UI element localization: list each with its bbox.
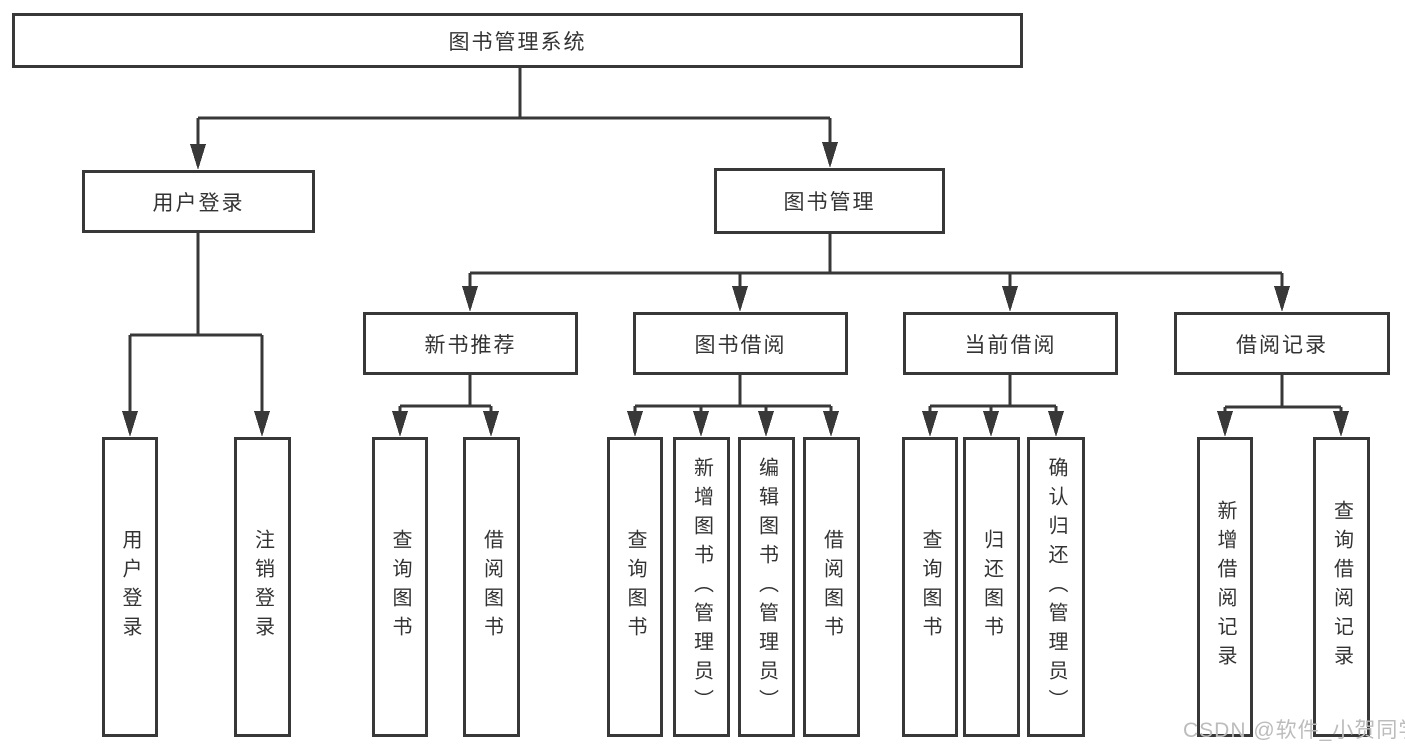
leaf-borrow-books-2: 借阅图书 [803,437,860,737]
leaf-query-books-2: 查询图书 [607,437,663,737]
node-new-book-recommend-label: 新书推荐 [424,333,517,357]
node-current-borrow-label: 当前借阅 [964,333,1057,357]
leaf-query-books-1: 查询图书 [372,437,428,737]
leaf-return-books: 归还图书 [963,437,1020,737]
node-book-borrow: 图书借阅 [633,312,848,375]
leaf-edit-book-admin-label: 编辑图书（管理员） [755,456,778,718]
node-new-book-recommend: 新书推荐 [363,312,578,375]
node-user-login: 用户登录 [82,170,315,233]
leaf-logout-action-label: 注销登录 [251,529,274,645]
leaf-add-borrow-record: 新增借阅记录 [1197,437,1253,737]
leaf-borrow-books-1: 借阅图书 [463,437,520,737]
leaf-return-books-label: 归还图书 [980,529,1003,645]
leaf-borrow-books-2-label: 借阅图书 [820,529,843,645]
leaf-user-login-action: 用户登录 [102,437,158,737]
leaf-confirm-return-admin-label: 确认归还（管理员） [1045,456,1067,718]
arrowheads [122,142,1349,437]
node-borrow-records: 借阅记录 [1174,312,1390,375]
leaf-logout-action: 注销登录 [234,437,291,737]
leaf-confirm-return-admin: 确认归还（管理员） [1027,437,1085,737]
leaf-query-borrow-record: 查询借阅记录 [1313,437,1370,737]
leaf-query-books-3: 查询图书 [902,437,958,737]
leaf-query-borrow-record-label: 查询借阅记录 [1330,500,1353,674]
leaf-add-book-admin-label: 新增图书（管理员） [690,456,713,718]
leaf-query-books-3-label: 查询图书 [919,529,941,645]
leaf-add-book-admin: 新增图书（管理员） [673,437,730,737]
csdn-watermark: CSDN @软件_小贺同学 [1183,719,1405,742]
leaf-query-books-1-label: 查询图书 [389,529,411,645]
node-book-borrow-label: 图书借阅 [694,333,787,357]
leaf-user-login-action-label: 用户登录 [119,529,141,645]
node-book-management-label: 图书管理 [783,191,876,214]
leaf-edit-book-admin: 编辑图书（管理员） [738,437,795,737]
leaf-add-borrow-record-label: 新增借阅记录 [1214,500,1236,674]
node-user-login-label: 用户登录 [152,191,245,215]
node-current-borrow: 当前借阅 [903,312,1118,375]
leaf-borrow-books-1-label: 借阅图书 [480,529,503,645]
node-root-label: 图书管理系统 [448,30,587,54]
node-root: 图书管理系统 [12,13,1023,68]
node-borrow-records-label: 借阅记录 [1236,333,1328,357]
leaf-query-books-2-label: 查询图书 [624,529,646,645]
node-book-management: 图书管理 [714,168,945,234]
